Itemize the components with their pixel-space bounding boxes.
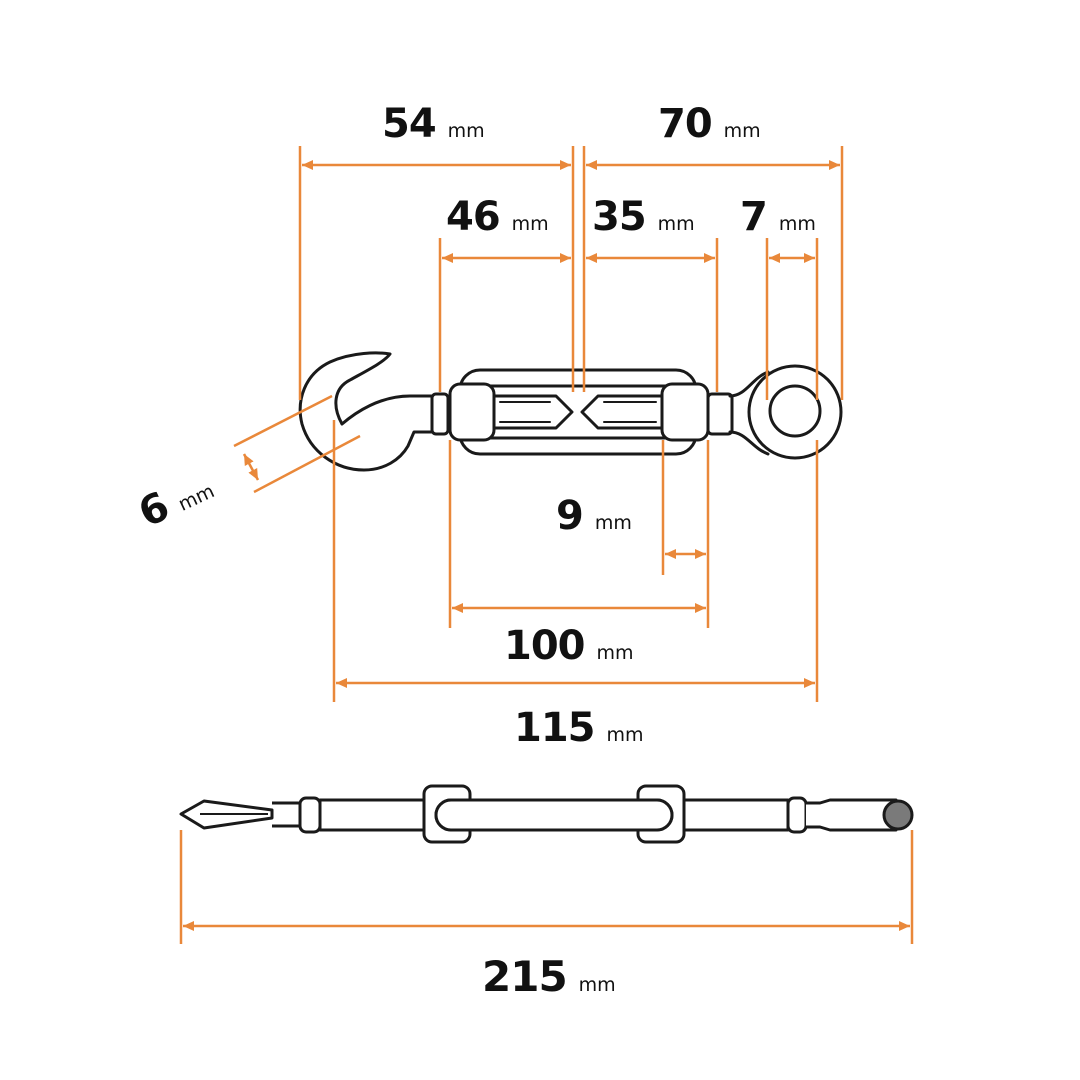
body-side-slot — [434, 798, 674, 832]
dim-label-7: 7 mm — [740, 197, 816, 237]
dim-unit-35: mm — [657, 213, 695, 235]
dim-unit-215: mm — [578, 974, 616, 996]
dim-value-115: 115 — [514, 705, 595, 751]
dim-label-9: 9 mm — [556, 496, 632, 536]
eye-neck — [728, 370, 770, 456]
dim-value-9: 9 — [556, 493, 584, 539]
dim-unit-54: mm — [447, 120, 485, 142]
dim-value-46: 46 — [446, 194, 501, 240]
dim-value-215: 215 — [482, 952, 568, 1001]
dim-label-54: 54 mm — [382, 104, 485, 144]
hook-thread-stub — [430, 392, 450, 436]
body-end-block-right — [660, 382, 710, 442]
eye-hole — [768, 384, 822, 438]
dim-unit-9: mm — [594, 512, 632, 534]
eye-thread-stub — [706, 392, 734, 436]
turnbuckle-top-view — [298, 351, 843, 472]
dim-unit-115: mm — [606, 724, 644, 746]
collar-right — [786, 796, 808, 834]
left-thread-rod — [492, 394, 574, 430]
dim-label-46: 46 mm — [446, 197, 549, 237]
rod-right — [682, 798, 790, 832]
right-thread-rod — [580, 394, 664, 430]
hook-shape — [298, 351, 439, 472]
dim-value-100: 100 — [504, 623, 585, 669]
turnbuckle-side-view — [179, 784, 914, 844]
dimension-lines — [179, 146, 914, 944]
dim-value-7: 7 — [740, 194, 768, 240]
dim-unit-100: mm — [596, 642, 634, 664]
dim-unit-46: mm — [511, 213, 549, 235]
dim-arrow-6 — [242, 453, 260, 481]
dim-label-115: 115 mm — [514, 708, 644, 748]
dim-value-70: 70 — [658, 101, 713, 147]
dim-value-35: 35 — [592, 194, 647, 240]
eye-outer — [747, 364, 843, 460]
dim-label-100: 100 mm — [504, 626, 634, 666]
dim-label-70: 70 mm — [658, 104, 761, 144]
dim-unit-70: mm — [723, 120, 761, 142]
rod-left — [318, 798, 428, 832]
eye-end-side — [882, 799, 914, 831]
dim-unit-7: mm — [778, 213, 816, 235]
dim-value-54: 54 — [382, 101, 437, 147]
collar-left — [298, 796, 322, 834]
body-end-block-left — [448, 382, 496, 442]
dim-label-35: 35 mm — [592, 197, 695, 237]
